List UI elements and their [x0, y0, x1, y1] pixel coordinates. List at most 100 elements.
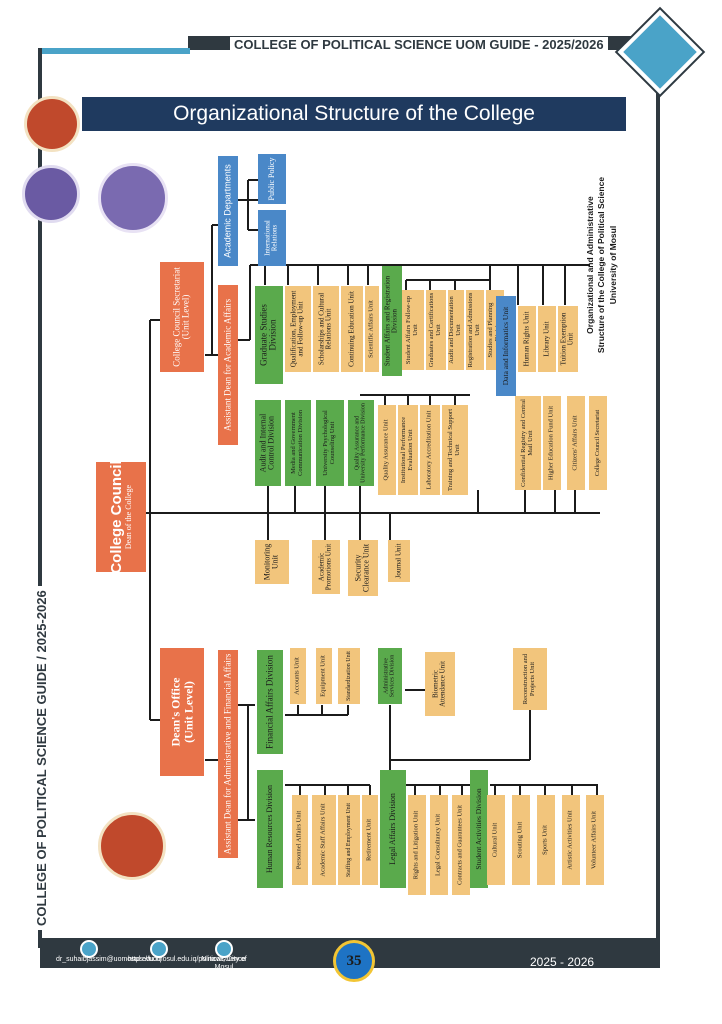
- staffing-box: Staffing and Employment Unit: [338, 795, 360, 885]
- dean-label: Dean of the College: [123, 484, 133, 550]
- security-clearance-box: Security Clearance Unit: [348, 540, 378, 596]
- library-label: Library Unit: [542, 321, 551, 357]
- tuition-exemption-box: Tuition Exemption Unit: [558, 306, 578, 372]
- rights-litigation-box: Rights and Litigation Unit: [408, 795, 426, 895]
- asst-dean-academic-label: Assistant Dean for Academic Affairs: [222, 298, 233, 432]
- human-resources-label: Human Resources Division: [264, 785, 274, 873]
- audit-documentation-box: Audit and Documentation Unit: [448, 290, 464, 370]
- human-rights-box: Human Rights Unit: [518, 306, 536, 372]
- monitoring-box: Monitoring Unit: [255, 540, 289, 584]
- admin-services-box: Administrative Services Division: [378, 648, 402, 704]
- globe-icon: [150, 940, 168, 958]
- lab-accreditation-box: Laboratory Accreditation Unit: [420, 405, 440, 495]
- student-activities-label: Student Activities Division: [474, 788, 484, 870]
- quality-assurance-unit-box: Quality Assurance Unit: [378, 405, 396, 495]
- academic-staff-box: Academic Staff Affairs Unit: [312, 795, 336, 885]
- top-accent: [40, 48, 190, 54]
- admin-services-label: Administrative Services Division: [383, 654, 396, 698]
- email-icon: [80, 940, 98, 958]
- academic-departments-box: Academic Departments: [218, 156, 238, 266]
- lab-accreditation-label: Laboratory Accreditation Unit: [425, 410, 433, 490]
- council-secretariat-small-label: College Council Secretariat: [594, 409, 601, 477]
- footer-year: 2025 - 2026: [530, 955, 595, 969]
- equipment-box: Equipment Unit: [316, 648, 332, 704]
- asst-dean-academic-box: Assistant Dean for Academic Affairs: [218, 285, 238, 445]
- academic-departments-label: Academic Departments: [222, 164, 233, 258]
- scholarships-unit-label: Scholarships and Cultural Relations Unit: [317, 292, 333, 366]
- scholarships-unit-box: Scholarships and Cultural Relations Unit: [313, 286, 339, 372]
- graduate-studies-label: Graduate Studies Division: [258, 304, 278, 366]
- confidential-registry-label: Confidential Registry and Central Mail U…: [520, 399, 534, 487]
- equipment-label: Equipment Unit: [319, 655, 327, 697]
- standardization-label: Standardization Unit: [345, 651, 352, 701]
- legal-affairs-box: Legal Affairs Division: [380, 770, 406, 888]
- academic-staff-label: Academic Staff Affairs Unit: [319, 803, 327, 877]
- volunteer-label: Volunteer Affairs Unit: [590, 811, 598, 869]
- artistic-label: Artistic Activities Unit: [566, 810, 574, 870]
- guide-title: COLLEGE OF POLITICAL SCIENCE UOM GUIDE -…: [230, 37, 608, 52]
- footer-website[interactable]: https://uomosul.edu.iq/politicalscience: [128, 956, 246, 963]
- data-informatics-box: Data and Informatics Unit: [496, 296, 516, 396]
- right-frame-bar: [656, 70, 660, 950]
- standardization-box: Standardization Unit: [338, 648, 360, 704]
- asst-dean-admin-label: Assistant Dean for Administrative and Fi…: [222, 653, 233, 855]
- scouting-label: Scouting Unit: [516, 821, 524, 859]
- deans-office-level: (Unit Level): [181, 681, 195, 743]
- reconstruction-box: Reconstruction and Projects Unit: [513, 648, 547, 710]
- library-box: Library Unit: [538, 306, 556, 372]
- data-informatics-label: Data and Informatics Unit: [501, 306, 511, 386]
- journal-box: Journal Unit: [388, 540, 410, 582]
- contracts-box: Contracts and Guarantees Unit: [452, 795, 470, 895]
- higher-education-fund-box: Higher Education Fund Unit: [543, 396, 561, 490]
- public-policy-label: Public Policy: [266, 157, 276, 201]
- continuing-education-label: Continuing Education Unit: [347, 291, 356, 367]
- audit-internal-label: Audit and Internal Control Division: [258, 413, 276, 473]
- legal-consultancy-label: Legal Consultancy Unit: [434, 813, 442, 877]
- personnel-box: Personnel Affairs Unit: [292, 795, 308, 885]
- journal-label: Journal Unit: [394, 543, 403, 579]
- higher-education-fund-label: Higher Education Fund Unit: [547, 405, 555, 481]
- human-rights-label: Human Rights Unit: [522, 311, 531, 367]
- personnel-label: Personnel Affairs Unit: [295, 810, 303, 870]
- college-council-label: College Council: [107, 460, 125, 574]
- registration-admissions-box: Registration and Admissions Unit: [466, 290, 484, 370]
- media-gov-box: Media and Government Communication Divis…: [285, 400, 311, 486]
- scouting-box: Scouting Unit: [512, 795, 530, 885]
- contracts-label: Contracts and Guarantees Unit: [456, 805, 464, 885]
- page-number: 35: [333, 940, 375, 982]
- monitoring-label: Monitoring Unit: [262, 543, 280, 581]
- scientific-affairs-label: Scientific Affairs Unit: [367, 300, 375, 358]
- council-secretariat-box: College Council Secretariat (Unit Level): [160, 262, 204, 372]
- training-support-label: Training and Technical Support Unit: [447, 408, 461, 492]
- deans-office-label: Dean's Office: [168, 677, 183, 747]
- institutional-eval-label: Institutional Performance Evaluation Uni…: [400, 416, 414, 484]
- graduates-cert-label: Graduates and Certifications Unit: [428, 292, 442, 368]
- reconstruction-label: Reconstruction and Projects Unit: [522, 653, 536, 705]
- student-activities-box: Student Activities Division: [470, 770, 488, 888]
- international-relations-label: International Relations: [263, 220, 279, 256]
- accounts-label: Accounts Unit: [293, 657, 301, 695]
- continuing-education-box: Continuing Education Unit: [341, 286, 363, 372]
- tuition-exemption-label: Tuition Exemption Unit: [559, 312, 575, 366]
- financial-affairs-box: Financial Affairs Division: [257, 650, 283, 754]
- psych-counseling-label: University Psychological Counseling Unit: [322, 410, 336, 476]
- left-frame-bar: [38, 48, 42, 948]
- department-logo: [98, 163, 168, 233]
- retirement-box: Retirement Unit: [362, 795, 378, 885]
- academic-promotions-box: Academic Promotions Unit: [312, 540, 340, 594]
- college-council-box: College Council Dean of the College: [96, 460, 146, 574]
- asst-dean-admin-box: Assistant Dean for Administrative and Fi…: [218, 650, 238, 858]
- college-logo: [22, 165, 80, 223]
- institutional-eval-box: Institutional Performance Evaluation Uni…: [398, 405, 418, 495]
- quality-assurance-unit-label: Quality Assurance Unit: [382, 419, 390, 481]
- accounts-box: Accounts Unit: [290, 648, 306, 704]
- audit-internal-box: Audit and Internal Control Division: [255, 400, 281, 486]
- student-affairs-followup-box: Student Affairs Follow-up Unit: [402, 290, 424, 370]
- retirement-label: Retirement Unit: [365, 818, 373, 862]
- footer-email[interactable]: dr_suhaibjassim@uomosul.edu.iq: [56, 956, 162, 963]
- citizens-affairs-box: Citizens' Affairs Unit: [567, 396, 585, 490]
- cultural-label: Cultural Unit: [491, 822, 499, 858]
- sports-box: Sports Unit: [537, 795, 555, 885]
- council-secretariat-level: (Unit Level): [181, 294, 191, 340]
- citizens-affairs-label: Citizens' Affairs Unit: [571, 415, 579, 471]
